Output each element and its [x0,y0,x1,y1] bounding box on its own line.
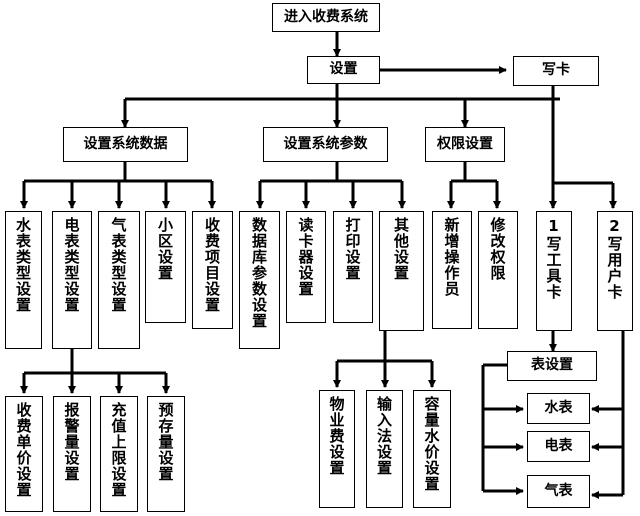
capacity-water-price-label: 容量水价设置 [422,396,441,492]
water-meter-type-node: 水表类型设置 [5,211,42,349]
user-card-label: 2写用户卡 [605,217,624,300]
unit-price-setup-node: 收费单价设置 [5,396,43,512]
setup-node: 设置 [307,56,380,84]
system-data-node: 设置系统数据 [63,127,188,162]
database-params-node: 数据库参数设置 [239,211,280,349]
tool-card-label: 1写工具卡 [544,217,563,300]
community-setup-label: 小区设置 [156,217,174,281]
user-card-node: 2写用户卡 [597,211,633,331]
root-node-enter-system: 进入收费系统 [272,3,380,32]
property-fee-setup-label: 物业费设置 [327,396,346,476]
card-reader-setup-node: 读卡器设置 [286,211,326,323]
prestore-amount-setup-label: 预存量设置 [156,402,175,482]
gas-meter-node: 气表 [527,475,590,508]
print-setup-label: 打印设置 [343,217,362,281]
card-reader-setup-label: 读卡器设置 [296,217,315,297]
system-params-node: 设置系统参数 [263,127,388,162]
property-fee-setup-node: 物业费设置 [319,390,355,508]
gas-meter-type-node: 气表类型设置 [98,211,140,349]
unit-price-setup-label: 收费单价设置 [14,402,33,498]
print-setup-node: 打印设置 [333,211,373,323]
alarm-amount-setup-node: 报警量设置 [53,396,91,512]
meter-setup-node: 表设置 [507,351,597,381]
water-meter-node: 水表 [527,393,590,424]
community-setup-node: 小区设置 [145,211,186,323]
tool-card-node: 1写工具卡 [536,211,572,331]
other-setup-label: 其他设置 [392,217,410,281]
gas-meter-type-label: 气表类型设置 [109,217,128,313]
other-setup-node: 其他设置 [379,211,424,331]
prestore-amount-setup-node: 预存量设置 [147,396,185,512]
water-meter-type-label: 水表类型设置 [14,217,32,313]
electric-meter-type-label: 电表类型设置 [62,217,81,313]
electric-meter-node: 电表 [527,431,590,462]
alarm-amount-setup-label: 报警量设置 [62,402,81,482]
add-operator-label: 新增操作员 [442,217,461,297]
write-card-node: 写卡 [513,56,599,86]
capacity-water-price-node: 容量水价设置 [413,390,451,508]
modify-permission-label: 修改权限 [488,217,507,281]
fee-item-setup-node: 收费项目设置 [192,211,233,329]
modify-permission-node: 修改权限 [478,211,518,329]
permission-setup-node: 权限设置 [425,127,505,162]
add-operator-node: 新增操作员 [432,211,472,329]
database-params-label: 数据库参数设置 [250,217,268,329]
electric-meter-type-node: 电表类型设置 [52,211,92,349]
recharge-limit-setup-label: 充值上限设置 [109,402,128,498]
input-method-setup-label: 输入法设置 [375,396,393,476]
fee-item-setup-label: 收费项目设置 [203,217,221,313]
input-method-setup-node: 输入法设置 [366,390,403,508]
recharge-limit-setup-node: 充值上限设置 [100,396,138,512]
